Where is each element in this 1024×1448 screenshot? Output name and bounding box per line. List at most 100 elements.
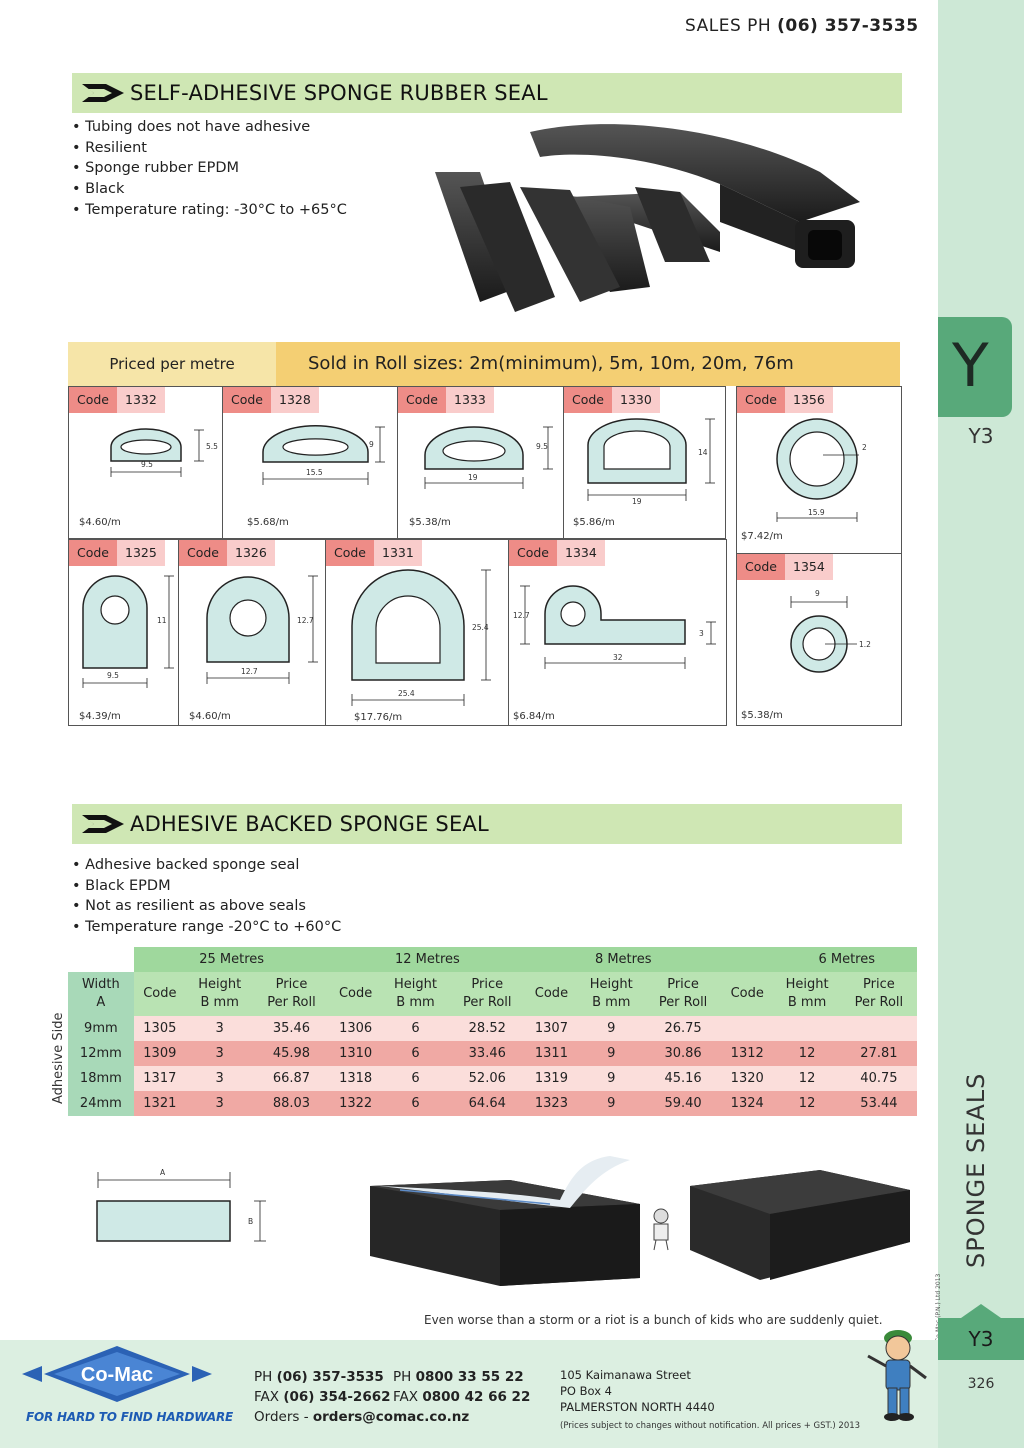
- table-cell: 66.87: [253, 1066, 330, 1091]
- table-cell: 3: [185, 1016, 254, 1041]
- table-cell: 1320: [721, 1066, 774, 1091]
- address-line: 105 Kaimanawa Street: [560, 1368, 691, 1382]
- section-title-vertical: SPONGE SEALS: [962, 1072, 990, 1268]
- table-cell: 9: [577, 1091, 646, 1116]
- table-cell: 1317: [133, 1066, 186, 1091]
- table-cell: 27.81: [840, 1041, 917, 1066]
- table-cell: 1307: [525, 1016, 578, 1041]
- table-cell: 3: [185, 1041, 254, 1066]
- bullet: • Temperature range -20°C to +60°C: [72, 919, 342, 936]
- logo-text: Co-Mac: [81, 1364, 153, 1386]
- table-cell: 1306: [329, 1016, 382, 1041]
- code-number: 1333: [446, 387, 494, 413]
- code-number: 1332: [117, 387, 165, 413]
- table-cell: 12: [773, 1091, 841, 1116]
- section1-title: SELF-ADHESIVE SPONGE RUBBER SEAL: [130, 81, 548, 105]
- section1-bullets: • Tubing does not have adhesive • Resili…: [72, 117, 347, 221]
- orders-email[interactable]: orders@comac.co.nz: [312, 1409, 470, 1425]
- code-label: Code: [223, 387, 272, 413]
- dim-width: 32: [613, 653, 623, 662]
- dim-lip: 3: [699, 629, 704, 638]
- table-cell: 1324: [721, 1091, 774, 1116]
- code-number: 1326: [227, 540, 275, 566]
- table-cell: 1322: [329, 1091, 382, 1116]
- seal-profile-diagram: 19 9.5: [424, 426, 553, 489]
- table-cell: 9: [577, 1016, 646, 1041]
- table-cell: 88.03: [253, 1091, 330, 1116]
- code-label: Code: [326, 540, 375, 566]
- price: $4.60/m: [189, 711, 231, 722]
- width-cell: 9mm: [68, 1016, 134, 1041]
- seal-profile-diagram: 15.5 9: [262, 425, 385, 485]
- seal-profile-diagram: 32 12.7 3: [513, 585, 716, 669]
- dim-width: 15.9: [808, 508, 825, 517]
- orders-label: Orders -: [254, 1409, 309, 1425]
- code-label: Code: [509, 540, 558, 566]
- address-line: PALMERSTON NORTH 4440: [560, 1400, 715, 1414]
- phone: (06) 357-3535: [276, 1369, 384, 1385]
- bullet: • Adhesive backed sponge seal: [72, 857, 300, 873]
- code-number: 1354: [785, 554, 833, 580]
- price: $4.60/m: [79, 517, 121, 528]
- group-header: 8 Metres: [525, 947, 722, 972]
- logo-icon: Co-Mac: [22, 1346, 212, 1402]
- section1-title-bar: SELF-ADHESIVE SPONGE RUBBER SEAL: [72, 73, 902, 113]
- roll-sizes: Sold in Roll sizes: 2m(minimum), 5m, 10m…: [276, 342, 900, 386]
- table-cell: 6: [381, 1041, 450, 1066]
- fax-label: FAX: [393, 1389, 419, 1405]
- code-number: 1325: [117, 540, 165, 566]
- code-number: 1330: [612, 387, 660, 413]
- table-cell: 3: [185, 1091, 254, 1116]
- bullet: • Sponge rubber EPDM: [72, 160, 239, 177]
- dim-height: 12.7: [513, 611, 530, 620]
- table-cell: 33.46: [449, 1041, 526, 1066]
- dim-height: 5.5: [206, 442, 218, 451]
- bullet: • Tubing does not have adhesive: [72, 119, 311, 135]
- address-line: PO Box 4: [560, 1384, 612, 1398]
- table-cell: [840, 1016, 917, 1041]
- group-header: 12 Metres: [329, 947, 526, 972]
- code-label: Code: [69, 540, 118, 566]
- table-cell: 1319: [525, 1066, 578, 1091]
- bullet: • Temperature rating: -30°C to +65°C: [72, 201, 347, 218]
- dim-height: 25.4: [472, 623, 489, 632]
- dim-width: 12.7: [241, 667, 258, 676]
- price: $5.68/m: [247, 517, 289, 528]
- table-cell: 1321: [133, 1091, 186, 1116]
- section2-bullets: • Adhesive backed sponge seal • Black EP…: [72, 855, 341, 938]
- seal-profile-diagram: 9 1.2: [790, 589, 871, 673]
- ph-label: PH: [254, 1369, 273, 1385]
- footer-tab: Y3: [938, 1304, 1024, 1360]
- address: 105 Kaimanawa Street PO Box 4 PALMERSTON…: [560, 1367, 715, 1415]
- freephone: 0800 33 55 22: [415, 1369, 524, 1385]
- table-cell: 1312: [721, 1041, 774, 1066]
- seal-profile-diagram: 25.4 25.4: [351, 569, 491, 706]
- table-cell: [773, 1016, 841, 1041]
- seal-profile-diagram: 9.5 11: [82, 575, 174, 688]
- table-cell: 40.75: [840, 1066, 917, 1091]
- table-cell: 1309: [133, 1041, 186, 1066]
- table-cell: 9: [577, 1041, 646, 1066]
- ph-label: PH: [393, 1369, 412, 1385]
- dim-width: 19: [632, 497, 642, 506]
- arrow-icon: [82, 84, 124, 102]
- width-cell: 24mm: [68, 1091, 134, 1116]
- dim-width: 9.5: [141, 460, 153, 469]
- price: $5.38/m: [741, 710, 783, 721]
- page-number: 326: [967, 1376, 995, 1392]
- section-tab[interactable]: Y: [938, 317, 1012, 417]
